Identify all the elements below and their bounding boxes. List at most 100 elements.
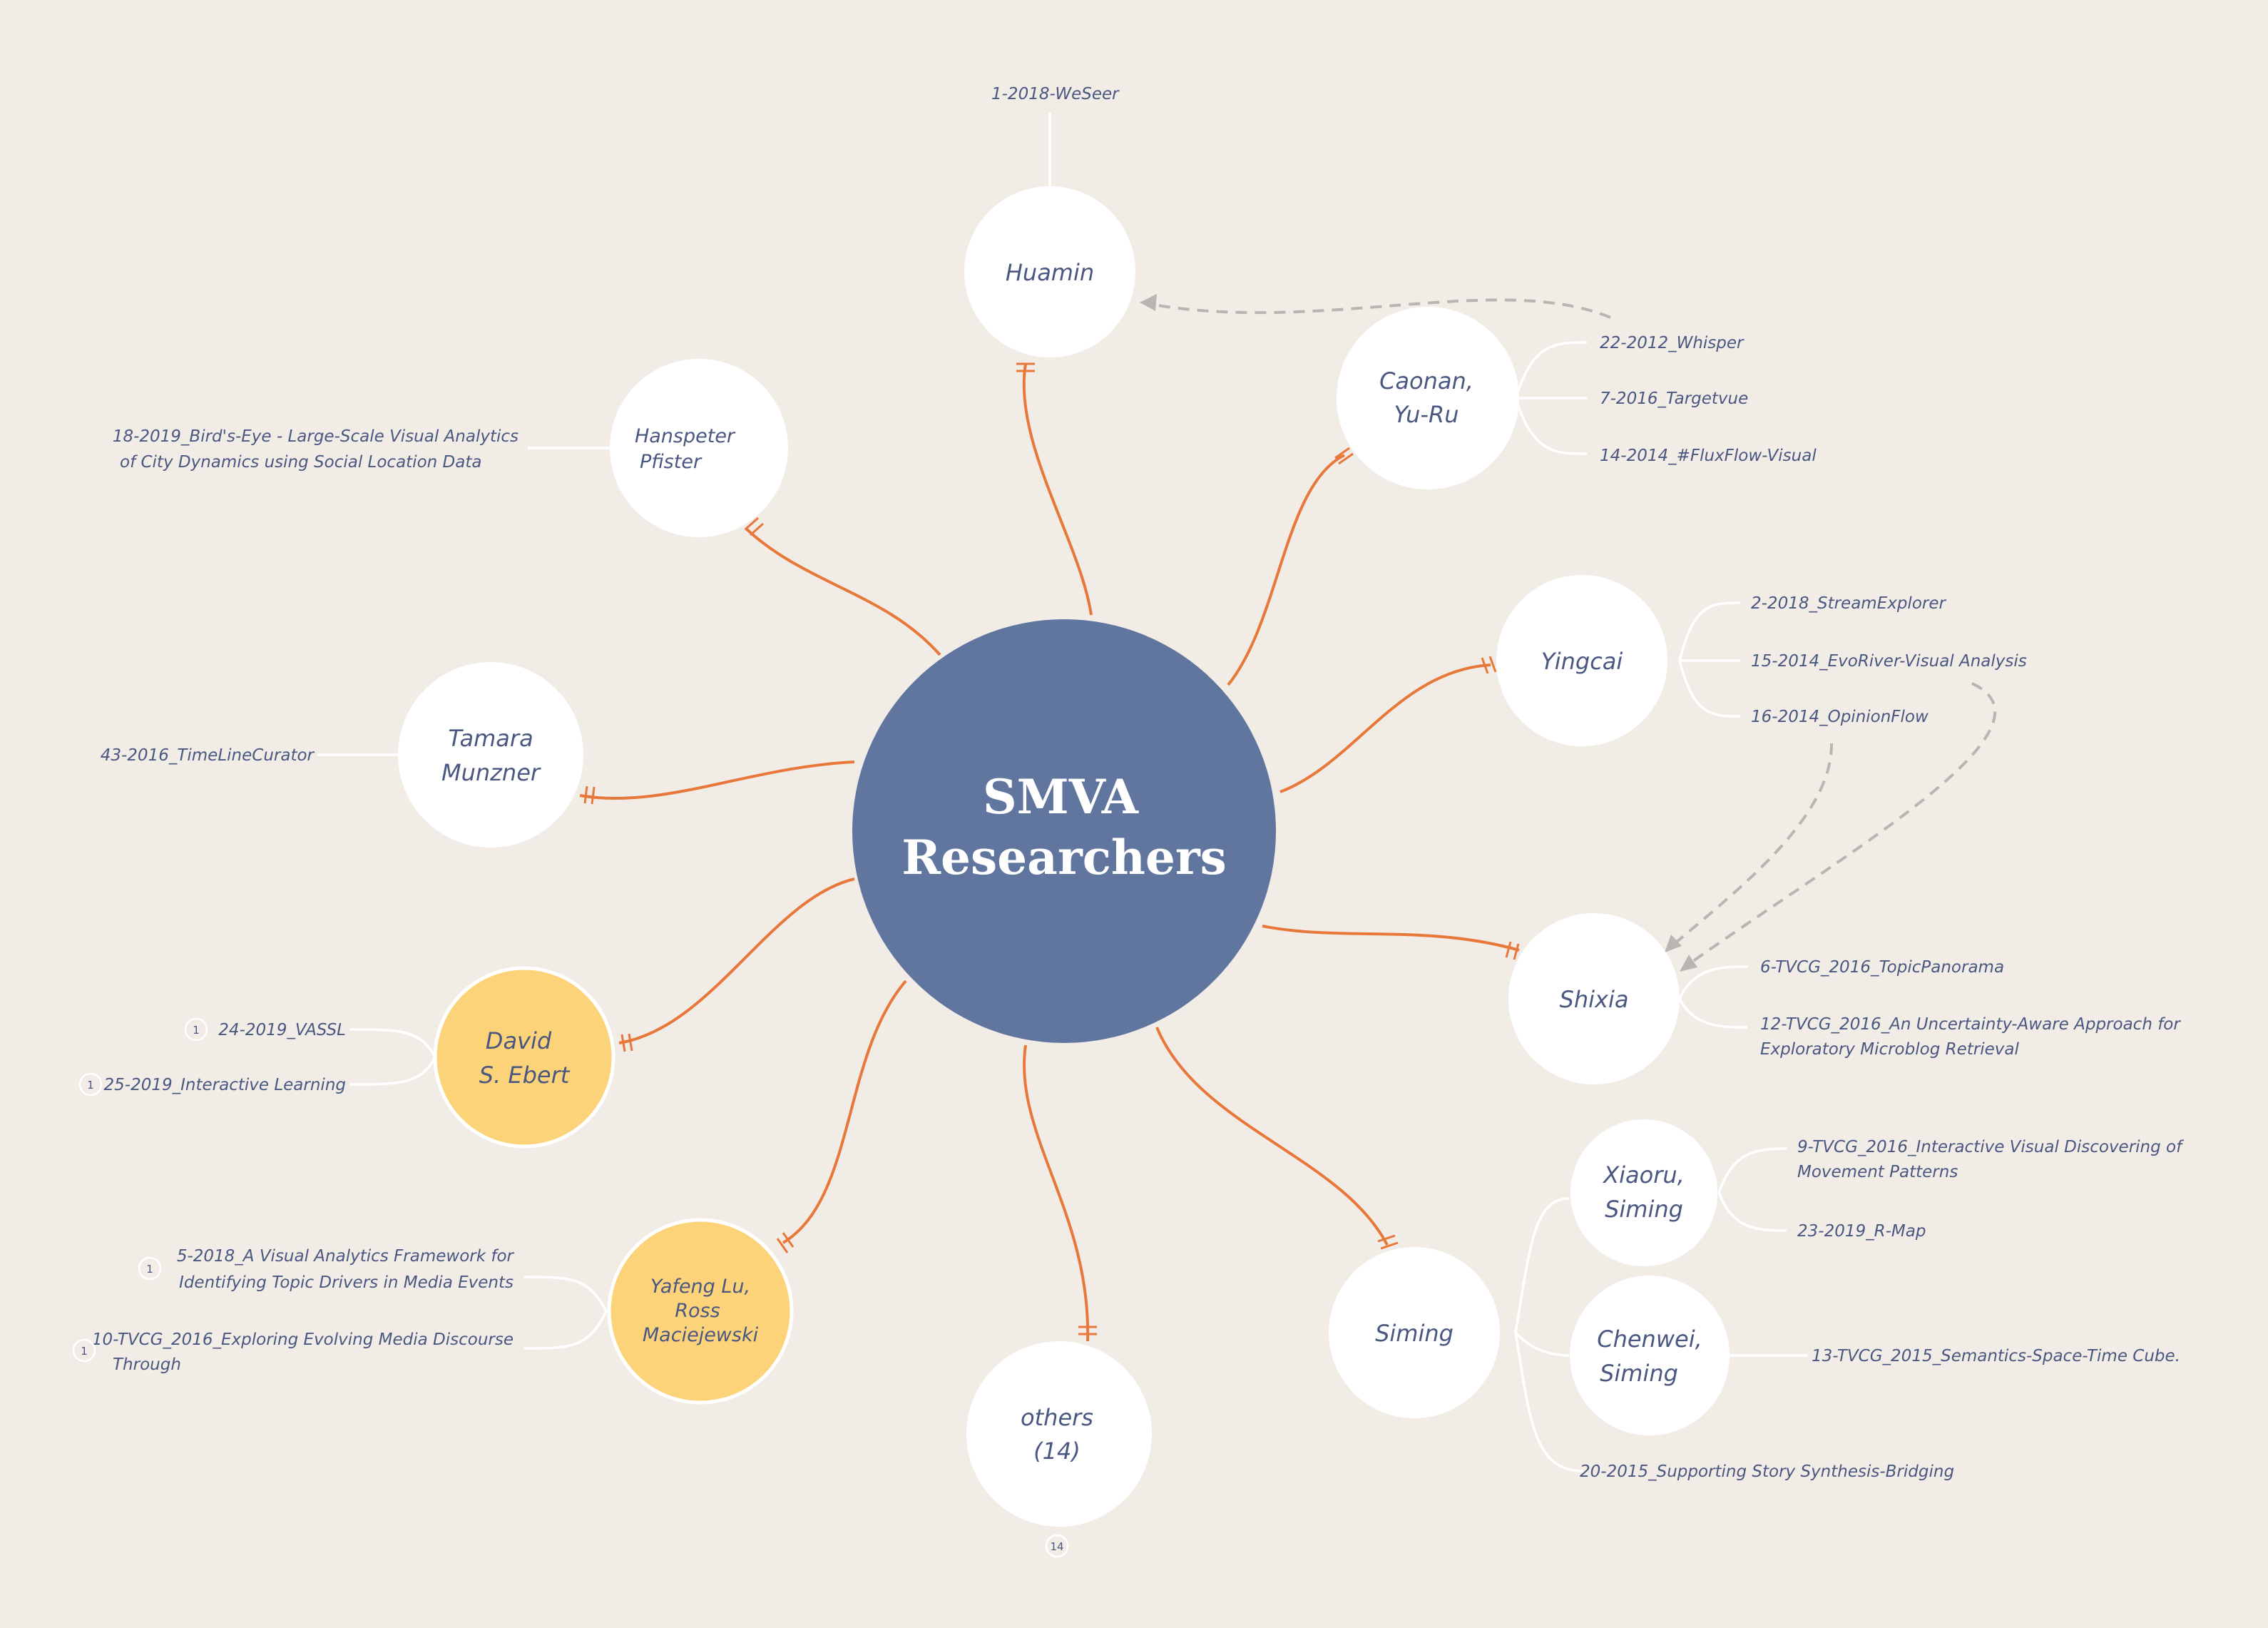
leaf-opinionflow[interactable]: 16-2014_OpinionFlow <box>1751 708 1929 726</box>
node-chenwei-label-2: Siming <box>1600 1360 1678 1387</box>
leaf-timelinecurator[interactable]: 43-2016_TimeLineCurator <box>101 746 315 765</box>
leaf-movement-patterns[interactable]: 9-TVCG_2016_Interactive Visual Discoveri… <box>1797 1138 2184 1156</box>
node-yafeng-label-1: Yafeng Lu, <box>650 1276 750 1298</box>
arrowhead-shixia-2 <box>1665 935 1682 952</box>
leaf-r-map[interactable]: 23-2019_R-Map <box>1797 1222 1926 1241</box>
node-others-circle <box>966 1341 1152 1527</box>
node-hanspeter[interactable]: Hanspeter Pfister <box>610 359 788 537</box>
node-yingcai-label: Yingcai <box>1541 648 1623 675</box>
main-branches <box>579 362 1520 1342</box>
leaf-uncertainty-aware-2[interactable]: Exploratory Microblog Retrieval <box>1760 1040 2019 1059</box>
branch-siming <box>1155 1027 1389 1246</box>
relationship-links <box>1140 294 1996 972</box>
leaf-birds-eye[interactable]: 18-2019_Bird's-Eye - Large-Scale Visual … <box>113 427 519 446</box>
leaf-topic-drivers-2[interactable]: Identifying Topic Drivers in Media Event… <box>179 1273 514 1292</box>
leaf-interactive-learning[interactable]: 25-2019_Interactive Learning <box>104 1076 346 1094</box>
arrowhead-shixia-1 <box>1680 955 1697 972</box>
leaf-media-discourse[interactable]: 10-TVCG_2016_Exploring Evolving Media Di… <box>92 1331 514 1349</box>
node-caonan[interactable]: Caonan, Yu-Ru <box>1337 307 1519 489</box>
node-yafeng[interactable]: Yafeng Lu, Ross Maciejewski <box>607 1218 794 1405</box>
center-circle <box>852 619 1276 1043</box>
leaf-targetvue[interactable]: 7-2016_Targetvue <box>1600 390 1748 408</box>
node-xiaoru[interactable]: Xiaoru, Siming <box>1570 1119 1717 1266</box>
leaf-topic-drivers[interactable]: 5-2018_A Visual Analytics Framework for <box>177 1247 515 1266</box>
node-xiaoru-circle <box>1570 1119 1717 1266</box>
leaf-badge[interactable]: 1 <box>184 1017 208 1042</box>
leaf-badge[interactable]: 1 <box>138 1256 162 1281</box>
others-count-badge[interactable]: 14 <box>1045 1534 1069 1558</box>
twig-xiaoru <box>1717 1147 1787 1232</box>
twig-shixia <box>1678 965 1748 1029</box>
leaf-vassl[interactable]: 24-2019_VASSL <box>218 1021 346 1039</box>
node-david-label-2: S. Ebert <box>479 1062 571 1089</box>
node-yafeng-label-2: Ross <box>675 1300 720 1322</box>
twig-yingcai <box>1678 601 1741 718</box>
others-count-badge-circle <box>1045 1534 1069 1558</box>
branch-shixia <box>1262 925 1520 952</box>
leaf-uncertainty-aware[interactable]: 12-TVCG_2016_An Uncertainty-Aware Approa… <box>1760 1015 2181 1034</box>
relationship-opinionflow-shixia <box>1669 743 1834 949</box>
leaf-badge[interactable]: 1 <box>78 1072 103 1097</box>
leaf-story-synthesis[interactable]: 20-2015_Supporting Story Synthesis-Bridg… <box>1580 1462 1954 1481</box>
leaf-streamexplorer[interactable]: 2-2018_StreamExplorer <box>1751 594 1947 613</box>
leaf-badge-text: 1 <box>87 1079 94 1092</box>
node-huamin[interactable]: Huamin <box>964 186 1135 357</box>
node-chenwei[interactable]: Chenwei, Siming <box>1570 1276 1730 1435</box>
leaf-badge-text: 1 <box>193 1024 200 1037</box>
node-huamin-circle <box>964 186 1135 357</box>
node-david[interactable]: David S. Ebert <box>433 966 615 1149</box>
node-david-label-1: David <box>486 1027 552 1054</box>
branch-yingcai <box>1279 663 1491 793</box>
leaf-whisper[interactable]: 22-2012_Whisper <box>1600 334 1745 352</box>
branch-others <box>1023 1044 1090 1342</box>
node-yafeng-circle <box>607 1218 794 1405</box>
leaf-fluxflow[interactable]: 14-2014_#FluxFlow-Visual <box>1600 447 1817 465</box>
leaf-birds-eye-2[interactable]: of City Dynamics using Social Location D… <box>120 453 481 472</box>
node-others[interactable]: others (14) <box>966 1341 1152 1527</box>
twig-david <box>349 1028 436 1086</box>
node-tamara-label-2: Munzner <box>441 759 541 786</box>
leaf-badge[interactable]: 1 <box>72 1338 96 1363</box>
node-caonan-label-2: Yu-Ru <box>1394 401 1459 428</box>
node-huamin-label: Huamin <box>1006 259 1094 286</box>
leaf-connectors <box>317 113 1808 1472</box>
leaf-media-discourse-2[interactable]: Through <box>113 1355 181 1374</box>
arrowhead-huamin <box>1140 294 1157 311</box>
node-chenwei-label-1: Chenwei, <box>1597 1326 1702 1353</box>
leaf-space-time-cube[interactable]: 13-TVCG_2015_Semantics-Space-Time Cube. <box>1812 1347 2180 1365</box>
relationship-whisper-huamin <box>1144 298 1611 319</box>
branch-caonan <box>1227 454 1345 686</box>
node-yingcai-circle <box>1496 575 1667 746</box>
node-siming[interactable]: Siming <box>1329 1247 1500 1418</box>
node-others-label-1: others <box>1021 1404 1093 1431</box>
branch-hanspeter <box>744 526 941 656</box>
node-caonan-circle <box>1337 307 1519 489</box>
center-title-line1: SMVA <box>983 769 1139 825</box>
twig-siming <box>1514 1197 1584 1472</box>
node-tamara-label-1: Tamara <box>448 725 533 752</box>
center-node[interactable]: SMVA Researchers <box>852 619 1276 1043</box>
branch-david <box>618 877 855 1044</box>
node-shixia-circle <box>1508 913 1680 1084</box>
twig-yafeng <box>523 1276 608 1350</box>
node-shixia[interactable]: Shixia <box>1508 913 1680 1084</box>
leaf-topicpanorama[interactable]: 6-TVCG_2016_TopicPanorama <box>1760 958 2004 977</box>
node-siming-circle <box>1329 1247 1500 1418</box>
node-hanspeter-label-2: Pfister <box>640 451 703 473</box>
branch-tamara <box>579 760 855 800</box>
node-yingcai[interactable]: Yingcai <box>1496 575 1667 746</box>
node-tamara-circle <box>398 662 583 848</box>
branch-yafeng <box>782 980 907 1244</box>
leaf-weseer[interactable]: 1-2018-WeSeer <box>991 85 1120 103</box>
leaf-movement-patterns-2[interactable]: Movement Patterns <box>1797 1163 1958 1181</box>
node-hanspeter-label-1: Hanspeter <box>635 425 736 447</box>
leaf-badge-text: 1 <box>146 1263 153 1276</box>
node-shixia-label: Shixia <box>1560 986 1629 1013</box>
leaf-evoriver[interactable]: 15-2014_EvoRiver-Visual Analysis <box>1751 652 2027 671</box>
node-tamara[interactable]: Tamara Munzner <box>398 662 583 848</box>
node-yafeng-label-3: Maciejewski <box>643 1324 759 1346</box>
others-count-badge-text: 14 <box>1050 1540 1063 1553</box>
node-xiaoru-label-1: Xiaoru, <box>1602 1161 1685 1189</box>
center-title-line2: Researchers <box>901 830 1227 885</box>
